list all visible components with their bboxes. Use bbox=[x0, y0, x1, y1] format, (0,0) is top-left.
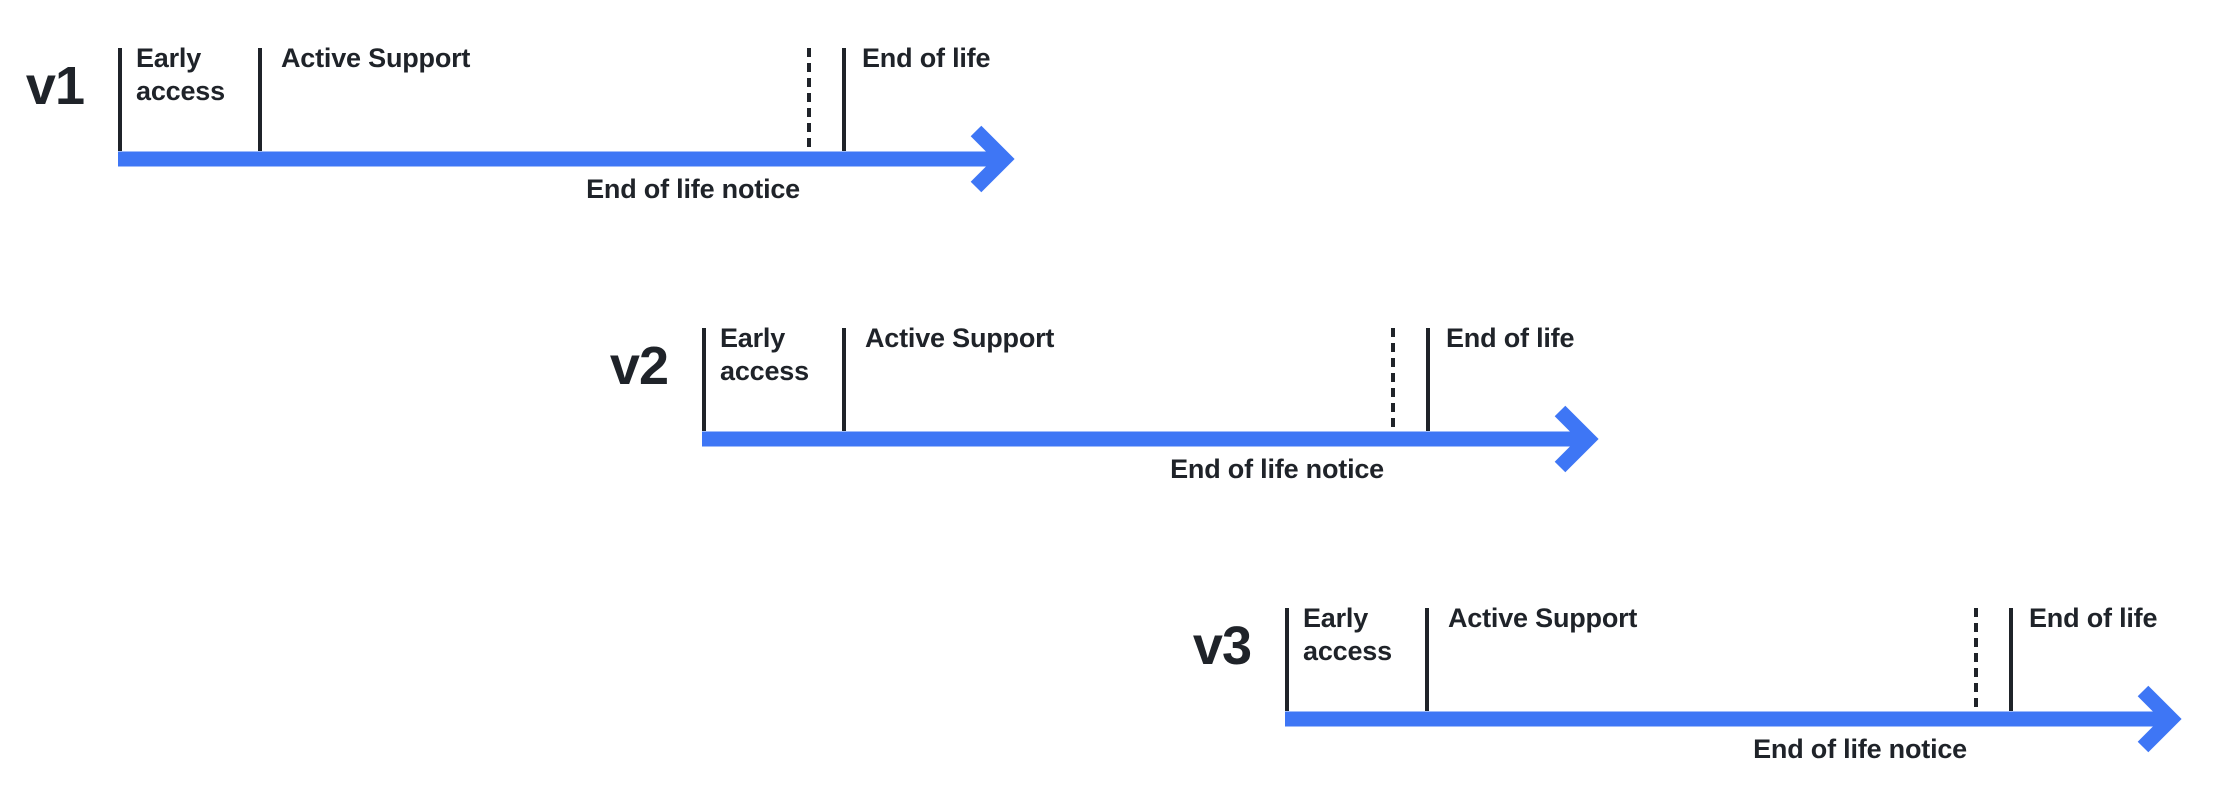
active-support-label: Active Support bbox=[1448, 603, 1638, 633]
active-support-label: Active Support bbox=[281, 43, 471, 73]
active-support-start-tick bbox=[258, 48, 262, 151]
end-of-life-tick bbox=[1426, 328, 1430, 431]
version-label: v2 bbox=[609, 336, 669, 396]
active-support-start-tick bbox=[1425, 608, 1429, 711]
early-access-start-tick bbox=[1285, 608, 1289, 711]
early-access-label: Early access bbox=[136, 43, 225, 106]
active-support-start-tick bbox=[842, 328, 846, 431]
early-access-start-tick bbox=[702, 328, 706, 431]
version-label: v3 bbox=[1192, 616, 1252, 676]
end-of-life-notice-dashed-line bbox=[1391, 328, 1395, 431]
end-of-life-notice-label: End of life notice bbox=[1753, 734, 1967, 764]
end-of-life-label: End of life bbox=[862, 43, 991, 73]
end-of-life-notice-dashed-line bbox=[1974, 608, 1978, 711]
end-of-life-notice-dashed-line bbox=[807, 48, 811, 151]
timeline-arrow-icon bbox=[702, 405, 1599, 473]
end-of-life-label: End of life bbox=[1446, 323, 1575, 353]
version-label: v1 bbox=[25, 56, 85, 116]
end-of-life-label: End of life bbox=[2029, 603, 2158, 633]
end-of-life-tick bbox=[2009, 608, 2013, 711]
timeline-arrow-icon bbox=[1285, 685, 2182, 753]
end-of-life-notice-label: End of life notice bbox=[1170, 454, 1384, 484]
early-access-start-tick bbox=[118, 48, 122, 151]
timeline-arrow-icon bbox=[118, 125, 1015, 193]
active-support-label: Active Support bbox=[865, 323, 1055, 353]
end-of-life-tick bbox=[842, 48, 846, 151]
end-of-life-notice-label: End of life notice bbox=[586, 174, 800, 204]
early-access-label: Early access bbox=[1303, 603, 1392, 666]
early-access-label: Early access bbox=[720, 323, 809, 386]
